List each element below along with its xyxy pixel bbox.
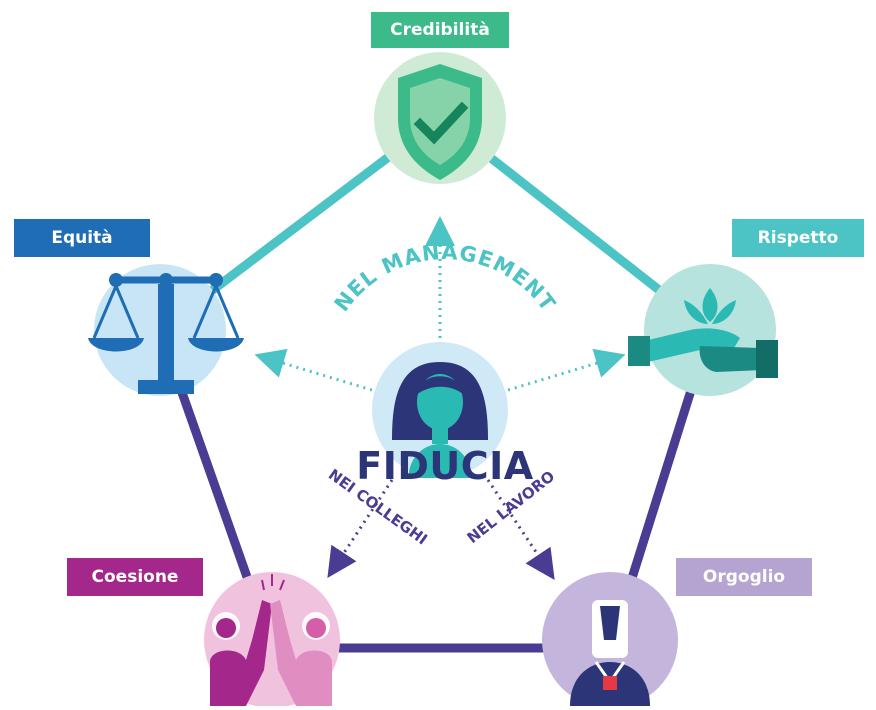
label-nel-management: NEL MANAGEMENT <box>330 240 561 316</box>
shield-check-icon <box>398 64 482 180</box>
node-orgoglio <box>542 572 678 708</box>
arrow-to-rispetto <box>507 348 626 392</box>
label-equita: Equità <box>14 219 150 257</box>
label-rispetto: Rispetto <box>732 219 864 257</box>
node-coesione <box>204 572 340 708</box>
label-credibilita: Credibilità <box>371 12 509 48</box>
high-five-icon <box>210 574 332 706</box>
hands-lotus-icon <box>628 288 778 378</box>
arrow-to-equita <box>254 348 373 392</box>
node-rispetto <box>628 264 778 396</box>
center-person-icon <box>372 342 508 478</box>
node-equita <box>88 264 244 396</box>
node-credibilita <box>374 52 506 184</box>
scales-icon <box>88 273 244 394</box>
center-title: FIDUCIA <box>356 444 534 488</box>
medal-person-icon <box>570 600 650 706</box>
label-coesione: Coesione <box>67 558 203 596</box>
label-orgoglio: Orgoglio <box>676 558 812 596</box>
